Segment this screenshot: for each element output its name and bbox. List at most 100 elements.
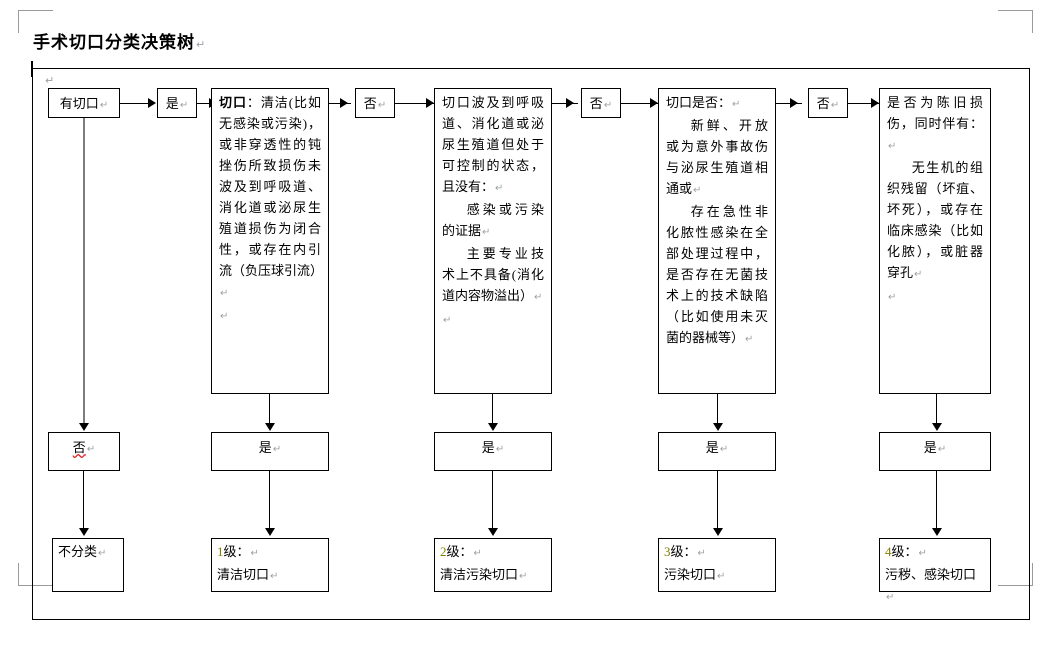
result-grade-2[interactable]: 2级：↵ 清洁污染切口↵ bbox=[434, 538, 552, 592]
paragraph-mark-icon: ↵ bbox=[830, 100, 840, 111]
criterion-4-line-1: 是否为陈旧损伤，同时伴有： bbox=[887, 95, 983, 131]
node-criterion-4[interactable]: 是否为陈旧损伤，同时伴有： ↵ 无生机的组织残留（坏疽、坏死），或存在临床感染（比… bbox=[879, 88, 991, 394]
paragraph-mark-icon: ↵ bbox=[377, 100, 387, 111]
paragraph-mark-icon: ↵ bbox=[732, 99, 741, 110]
criterion-3-line-1: 切口是否： bbox=[666, 95, 732, 110]
gate-label: 是 bbox=[923, 440, 937, 455]
paragraph-mark-icon: ↵ bbox=[196, 38, 207, 51]
result-grade-3[interactable]: 3级：↵ 污染切口↵ bbox=[658, 538, 776, 592]
page-corner-mark-top-right bbox=[998, 10, 1033, 33]
gate-start-yes[interactable]: 是↵ bbox=[157, 88, 197, 118]
result-grade-1[interactable]: 1级：↵ 清洁切口↵ bbox=[211, 538, 329, 592]
result-grade-number: 1 bbox=[217, 544, 224, 559]
node-start-has-incision[interactable]: 有切口↵ bbox=[48, 88, 120, 118]
paragraph-mark-icon: ↵ bbox=[473, 548, 482, 559]
paragraph-mark-icon: ↵ bbox=[914, 269, 923, 280]
result-name: 污秽、感染切口 bbox=[885, 567, 977, 582]
criterion-3-line-3: 存在急性非化脓性感染在全部处理过程中，是否存在无菌技术上的技术缺陷（比如使用未灭… bbox=[666, 204, 768, 345]
paragraph-mark-icon: ↵ bbox=[719, 444, 729, 455]
gate-criterion-1-yes[interactable]: 是↵ bbox=[211, 432, 329, 471]
criterion-2-line-1: 切口波及到呼吸道、消化道或泌尿生殖道但处于可控制的状态，且没有： bbox=[442, 95, 544, 194]
gate-criterion-2-yes[interactable]: 是↵ bbox=[434, 432, 552, 471]
connector-criterion-4-down bbox=[936, 394, 937, 424]
connector-gate-yes-2-down bbox=[492, 471, 493, 529]
arrow-down-icon bbox=[265, 423, 275, 431]
arrow-down-icon bbox=[932, 423, 942, 431]
node-criterion-2[interactable]: 切口波及到呼吸道、消化道或泌尿生殖道但处于可控制的状态，且没有：↵ 感染或污染的… bbox=[434, 88, 552, 394]
arrow-down-icon bbox=[488, 423, 498, 431]
paragraph-mark-icon: ↵ bbox=[270, 571, 279, 582]
paragraph-mark-icon: ↵ bbox=[443, 315, 452, 326]
paragraph-mark-icon: ↵ bbox=[482, 227, 491, 238]
gate-label: 否 bbox=[363, 96, 377, 111]
paragraph-mark-icon: ↵ bbox=[99, 100, 109, 111]
gate-label: 否 bbox=[816, 96, 830, 111]
gate-label: 是 bbox=[165, 96, 179, 111]
result-unclassified[interactable]: 不分类↵ bbox=[52, 538, 124, 592]
flowchart-frame bbox=[32, 68, 1030, 620]
paragraph-mark-icon: ↵ bbox=[937, 444, 947, 455]
arrow-down-icon bbox=[79, 528, 89, 536]
connector-criterion-3-to-no bbox=[776, 103, 802, 104]
connector-gate-no-down bbox=[83, 471, 84, 529]
arrow-right-icon bbox=[426, 98, 434, 108]
paragraph-mark-icon: ↵ bbox=[272, 444, 282, 455]
arrow-down-icon bbox=[265, 528, 275, 536]
arrow-right-icon bbox=[148, 98, 156, 108]
connector-no-to-criterion-2 bbox=[395, 103, 435, 104]
page-title-text: 手术切口分类决策树 bbox=[33, 33, 195, 52]
arrow-right-icon bbox=[340, 98, 348, 108]
paragraph-mark-icon: ↵ bbox=[717, 571, 726, 582]
criterion-2-text: 切口波及到呼吸道、消化道或泌尿生殖道但处于可控制的状态，且没有：↵ 感染或污染的… bbox=[435, 89, 551, 334]
gate-criterion-2-no[interactable]: 否↵ bbox=[581, 88, 621, 118]
paragraph-mark-icon: ↵ bbox=[534, 292, 543, 303]
paragraph-mark-icon: ↵ bbox=[98, 548, 107, 559]
criterion-4-line-2: 无生机的组织残留（坏疽、坏死），或存在临床感染（比如化脓），或脏器穿孔 bbox=[887, 160, 983, 280]
paragraph-mark-icon: ↵ bbox=[693, 185, 702, 196]
arrow-down-icon bbox=[79, 423, 89, 431]
connector-criterion-1-down bbox=[269, 394, 270, 424]
paragraph-mark-icon: ↵ bbox=[220, 311, 229, 322]
connector-gate-yes-4-down bbox=[936, 471, 937, 529]
arrow-right-icon bbox=[790, 98, 798, 108]
paragraph-mark-icon: ↵ bbox=[745, 334, 754, 345]
paragraph-mark-icon: ↵ bbox=[888, 292, 897, 303]
arrow-down-icon bbox=[713, 528, 723, 536]
result-name: 污染切口 bbox=[664, 567, 717, 582]
paragraph-mark-icon: ↵ bbox=[697, 548, 706, 559]
node-criterion-3[interactable]: 切口是否：↵ 新鲜、开放或为意外事故伤与泌尿生殖道相通或↵ 存在急性非化脓性感染… bbox=[658, 88, 776, 394]
gate-label: 否 bbox=[589, 96, 603, 111]
gate-label: 是 bbox=[481, 440, 495, 455]
result-name: 清洁污染切口 bbox=[440, 567, 519, 582]
criterion-1-text: 切口：清洁(比如无感染或污染)，或非穿透性的钝挫伤所致损伤未波及到呼吸道、消化道… bbox=[212, 89, 328, 330]
criterion-2-line-2: 感染或污染的证据 bbox=[442, 202, 544, 238]
result-grade-4[interactable]: 4级：↵ 污秽、感染切口↵ bbox=[879, 538, 991, 603]
criterion-4-text: 是否为陈旧损伤，同时伴有： ↵ 无生机的组织残留（坏疽、坏死），或存在临床感染（比… bbox=[880, 89, 990, 311]
connector-gate-yes-1-down bbox=[269, 471, 270, 529]
paragraph-mark-icon: ↵ bbox=[86, 444, 96, 455]
paragraph-mark-icon: ↵ bbox=[495, 183, 504, 194]
paragraph-mark-icon: ↵ bbox=[220, 288, 229, 299]
result-grade-suffix: 级： bbox=[223, 544, 250, 559]
gate-criterion-3-no[interactable]: 否↵ bbox=[808, 88, 848, 118]
gate-start-no[interactable]: 否↵ bbox=[48, 432, 120, 471]
connector-criterion-2-to-no bbox=[552, 103, 578, 104]
arrow-right-icon bbox=[566, 98, 574, 108]
arrow-right-icon bbox=[650, 98, 658, 108]
arrow-down-icon bbox=[932, 528, 942, 536]
node-criterion-1[interactable]: 切口：清洁(比如无感染或污染)，或非穿透性的钝挫伤所致损伤未波及到呼吸道、消化道… bbox=[211, 88, 329, 394]
gate-criterion-1-no[interactable]: 否↵ bbox=[355, 88, 395, 118]
paragraph-mark-icon: ↵ bbox=[495, 444, 505, 455]
page-corner-mark-top-left bbox=[18, 10, 53, 33]
gate-label: 否 bbox=[72, 440, 86, 455]
connector-criterion-3-down bbox=[717, 394, 718, 424]
paragraph-mark-icon: ↵ bbox=[179, 100, 189, 111]
arrow-right-icon bbox=[871, 98, 879, 108]
connector-start-to-yes bbox=[120, 103, 149, 104]
page-corner-mark-bottom-left bbox=[18, 563, 53, 586]
gate-criterion-4-yes[interactable]: 是↵ bbox=[879, 432, 991, 471]
gate-criterion-3-yes[interactable]: 是↵ bbox=[658, 432, 776, 471]
result-grade-number: 3 bbox=[664, 544, 671, 559]
paragraph-mark-icon: ↵ bbox=[45, 74, 55, 87]
